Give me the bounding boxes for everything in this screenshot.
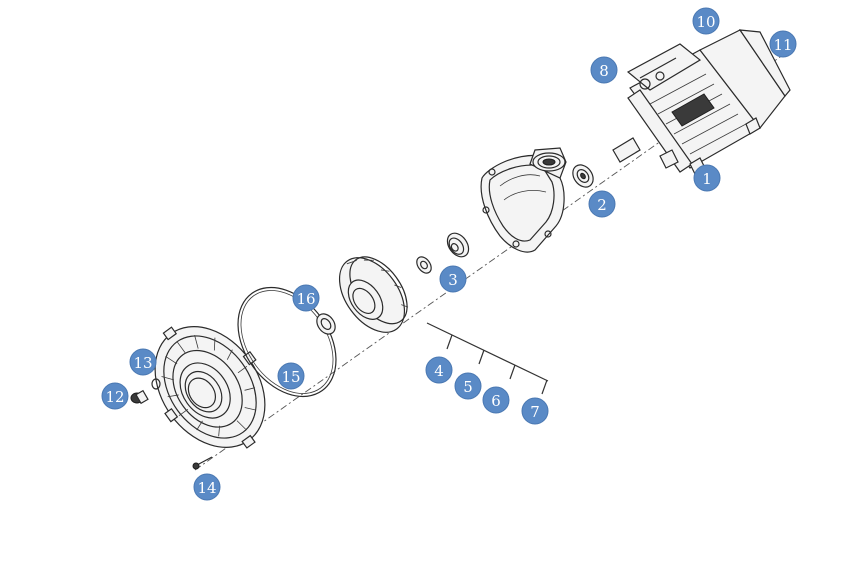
- callout-number: 7: [530, 403, 540, 421]
- callout-badge: [101, 382, 129, 410]
- front-cover: [154, 326, 266, 449]
- callout-number: 14: [197, 479, 216, 497]
- callout-badge: [454, 372, 482, 400]
- seal-ring-small: [416, 256, 432, 274]
- callout-11: 11: [769, 30, 797, 58]
- callout-number: 11: [773, 36, 792, 54]
- callout-number: 6: [491, 392, 501, 410]
- callout-number: 4: [434, 362, 444, 380]
- impeller: [338, 256, 409, 333]
- callout-badge: [692, 7, 720, 35]
- callout-badge: [292, 284, 320, 312]
- callout-number: 2: [597, 196, 607, 214]
- callout-badge: [482, 386, 510, 414]
- callout-number: 12: [105, 388, 124, 406]
- wear-ring: [316, 313, 336, 335]
- mechanical-seal: [446, 232, 470, 258]
- parts-group-bracket: [426, 322, 549, 395]
- callout-10: 10: [692, 7, 720, 35]
- callout-6: 6: [482, 386, 510, 414]
- callout-13: 13: [129, 348, 157, 376]
- callout-number: 5: [463, 378, 473, 396]
- callout-4: 4: [425, 356, 453, 384]
- callout-badge: [439, 265, 467, 293]
- callout-2: 2: [588, 190, 616, 218]
- callout-number: 10: [696, 13, 715, 31]
- callout-8: 8: [590, 56, 618, 84]
- callout-14: 14: [193, 473, 221, 501]
- callout-badge: [693, 164, 721, 192]
- motor: [612, 29, 791, 177]
- cover-screw: [192, 456, 213, 470]
- callout-badge: [769, 30, 797, 58]
- callout-badge: [129, 348, 157, 376]
- callout-number: 16: [296, 290, 315, 308]
- coupling-nut: [572, 164, 594, 188]
- callout-number: 15: [281, 368, 300, 386]
- plug-washer: [151, 378, 161, 390]
- callout-16: 16: [292, 284, 320, 312]
- callout-badge: [590, 56, 618, 84]
- callout-badge: [425, 356, 453, 384]
- callout-7: 7: [521, 397, 549, 425]
- callout-15: 15: [277, 362, 305, 390]
- pump-housing: [480, 147, 567, 253]
- callout-badge: [588, 190, 616, 218]
- callout-badge: [521, 397, 549, 425]
- callout-12: 12: [101, 382, 129, 410]
- callout-3: 3: [439, 265, 467, 293]
- callout-number: 13: [133, 354, 152, 372]
- callout-number: 3: [448, 271, 458, 289]
- callout-badge: [193, 473, 221, 501]
- callout-1: 1: [693, 164, 721, 192]
- callout-badge: [277, 362, 305, 390]
- callout-number: 8: [599, 62, 609, 80]
- callout-number: 1: [702, 170, 712, 188]
- drain-plug: [130, 389, 149, 405]
- callout-5: 5: [454, 372, 482, 400]
